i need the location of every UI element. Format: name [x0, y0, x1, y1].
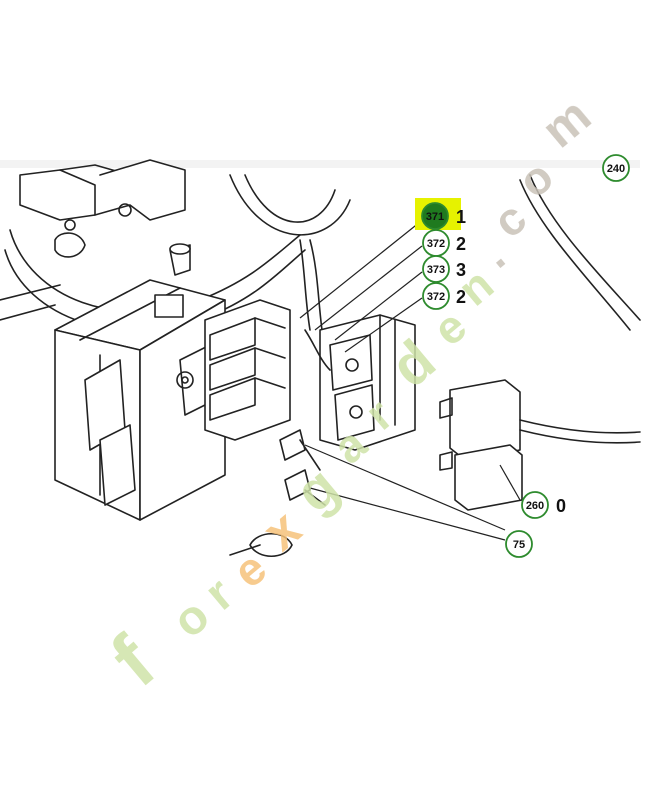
- callout-373: 373 3: [422, 255, 466, 283]
- callout-372: 372 2: [422, 229, 466, 257]
- callout-quantity: 1: [456, 207, 466, 227]
- callout-label: 373: [427, 264, 445, 276]
- callout-circle: [521, 491, 549, 519]
- callout-label: 240: [607, 163, 625, 175]
- callout-372: 372 2: [422, 282, 466, 310]
- callout-circle: [421, 202, 449, 230]
- callout-label: 371: [426, 211, 444, 223]
- callout-label: 372: [427, 291, 445, 303]
- callout-quantity: 0: [556, 496, 566, 516]
- callout-75: 75: [505, 530, 533, 558]
- callout-quantity: 2: [456, 287, 466, 307]
- leader-lines: [299, 221, 521, 541]
- callout-371: 371 1: [415, 198, 466, 230]
- callout-circle: [505, 530, 533, 558]
- machine-drawing: [0, 159, 641, 558]
- callout-quantity: 3: [456, 260, 466, 280]
- callout-label: 260: [526, 500, 544, 512]
- callout-240: 240: [602, 154, 630, 182]
- callout-circle: [602, 154, 630, 182]
- callout-circle: [422, 282, 450, 310]
- callout-quantity: 2: [456, 234, 466, 254]
- callout-260: 260 0: [521, 491, 566, 519]
- callouts: 240 371 1 372 2 373 3 372 2 260 0 75: [415, 154, 630, 558]
- callout-label: 75: [513, 539, 525, 551]
- scan-edge: [0, 160, 640, 168]
- callout-label: 372: [427, 238, 445, 250]
- callout-circle: [422, 255, 450, 283]
